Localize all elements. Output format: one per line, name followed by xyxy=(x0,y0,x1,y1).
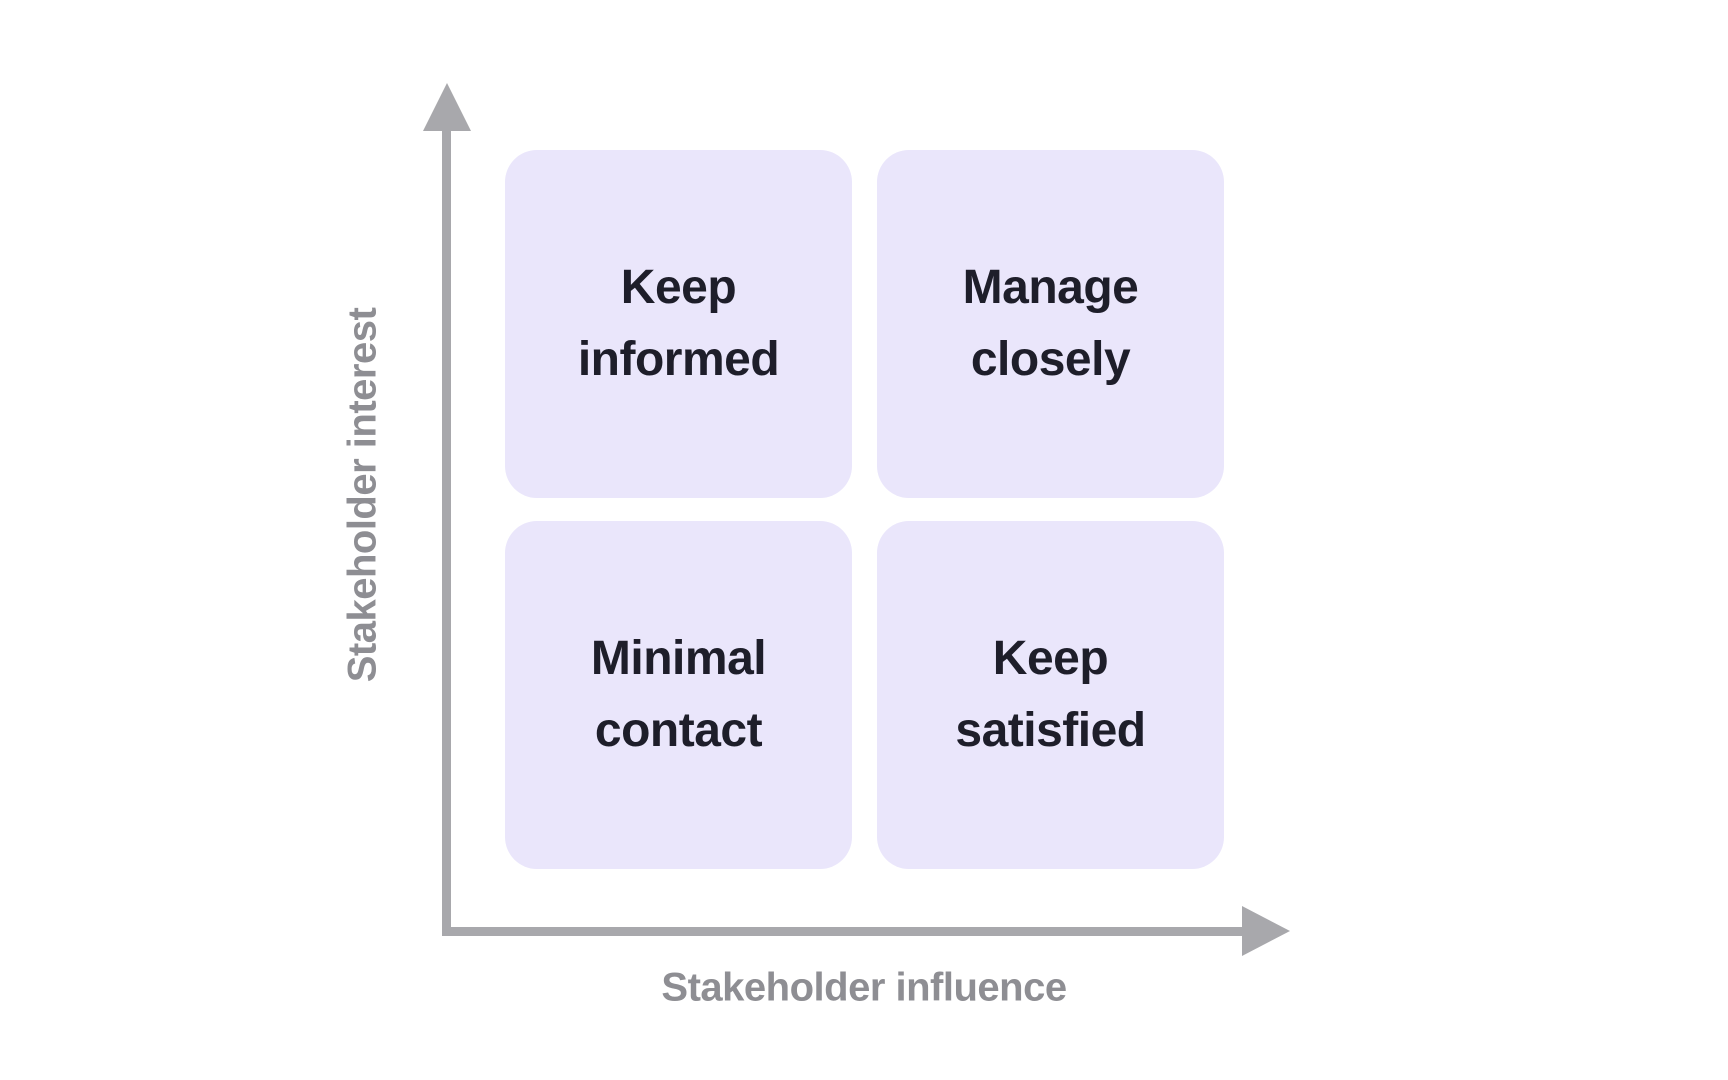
quadrant-keep-satisfied: Keep satisfied xyxy=(877,521,1224,869)
y-axis-line xyxy=(442,100,451,936)
quadrant-label: Keep satisfied xyxy=(955,632,1146,757)
x-axis-line xyxy=(442,927,1243,936)
quadrant-manage-closely: Manage closely xyxy=(877,150,1224,498)
quadrant-minimal-contact: Minimal contact xyxy=(505,521,852,869)
quadrant-label: Keep informed xyxy=(577,261,780,386)
y-axis-label: Stakeholder interest xyxy=(340,307,385,683)
arrow-right-icon xyxy=(1242,906,1290,956)
quadrant-keep-informed: Keep informed xyxy=(505,150,852,498)
quadrant-label: Manage closely xyxy=(962,261,1139,386)
quadrant-label: Minimal contact xyxy=(590,632,767,757)
arrow-up-icon xyxy=(423,83,471,131)
x-axis-label: Stakeholder influence xyxy=(661,965,1067,1010)
